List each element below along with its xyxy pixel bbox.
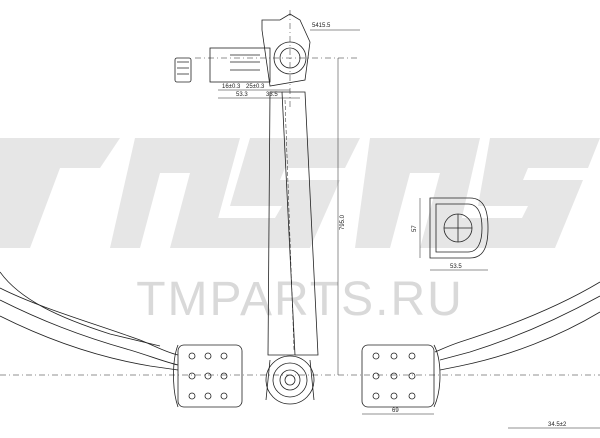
bottom-eye-outer <box>265 355 315 405</box>
bracket-profile <box>429 197 489 259</box>
dim-pad-width: 69 <box>392 408 399 414</box>
left-pad-edge <box>173 344 179 408</box>
dim-hub-a: 16±0.3 <box>222 84 241 90</box>
dim-top-small: 5415.5 <box>312 23 331 29</box>
bottom-eye-inner <box>279 369 301 391</box>
right-leaf-bottom <box>439 311 600 371</box>
left-leaf-top <box>0 287 179 356</box>
left-leaf-upper <box>0 271 161 347</box>
hub-housing <box>209 47 271 83</box>
bottom-eye-core <box>284 374 296 386</box>
dim-hub-c: 53.3 <box>236 92 248 98</box>
dim-eye-spacing: 34.5±2 <box>548 422 567 428</box>
left-leaf-bottom <box>0 315 179 371</box>
vertical-link-side <box>282 91 319 356</box>
dim-hub-d: 33.5 <box>266 92 278 98</box>
dim-bracket-height: 57 <box>412 225 418 232</box>
right-leaf-mid <box>439 295 600 361</box>
detail-block <box>174 57 192 83</box>
left-pad <box>177 344 243 408</box>
vertical-link <box>267 91 296 356</box>
right-pad <box>361 344 435 408</box>
right-pad-holes <box>372 352 416 400</box>
bottom-eye-mid <box>272 362 308 398</box>
left-leaf-mid <box>0 299 179 366</box>
dim-overall-length: 795.0 <box>340 214 346 230</box>
watermark-text: TMPARTS.RU <box>136 273 464 326</box>
left-pad-holes <box>188 352 228 400</box>
dim-hub-b: 25±0.3 <box>246 84 265 90</box>
right-pad-edge <box>433 344 441 408</box>
dim-bracket-width: 53.5 <box>450 264 462 270</box>
hub-bracket <box>261 13 311 87</box>
right-leaf-top <box>434 281 600 353</box>
